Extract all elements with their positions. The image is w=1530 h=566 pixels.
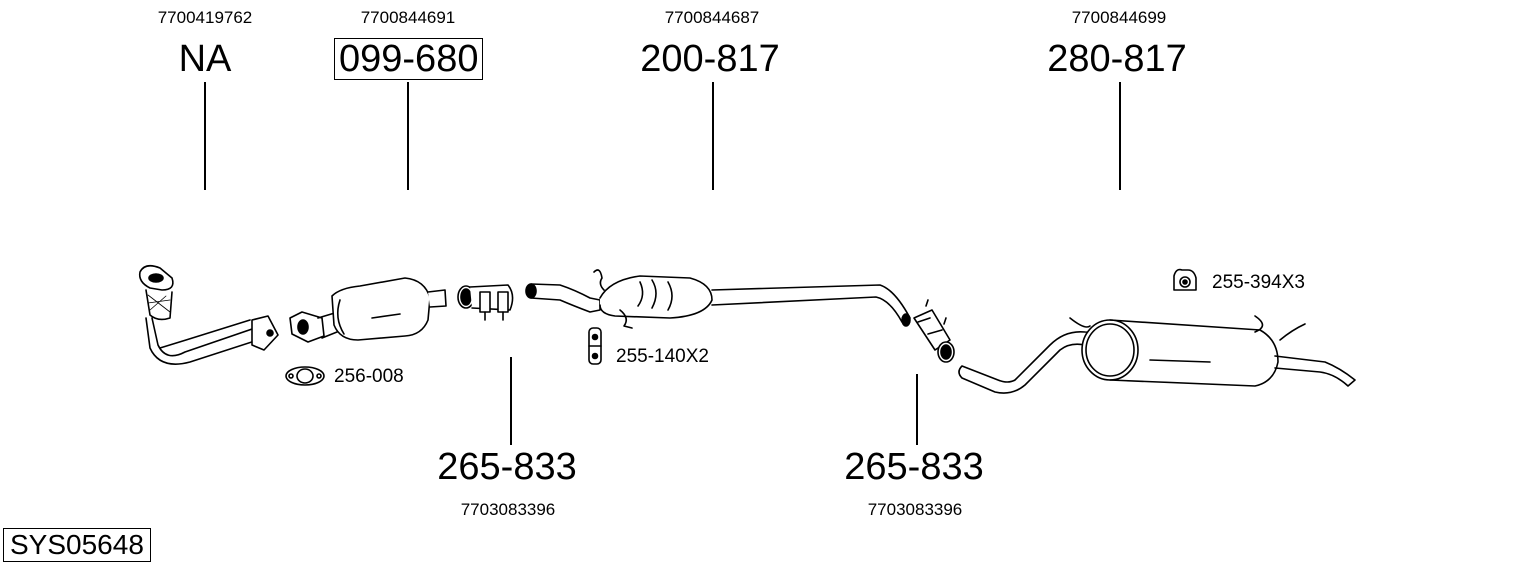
leader-line [204,82,206,190]
leader-line [916,374,918,445]
rubber-mount-icon [588,327,602,365]
leader-line [510,357,512,445]
oe-number-rear-silencer: 7700844699 [1071,8,1167,27]
accessory-label-gasket: 256-008 [334,366,404,387]
oe-number-catalyst: 7700844691 [360,8,456,27]
leader-line [407,82,409,190]
accessory-label-hanger: 255-394X3 [1212,272,1305,293]
part-number-catalyst: 099-680 [334,38,484,80]
middle-silencer-icon [525,269,911,329]
pipe-clamp-icon [457,284,514,321]
leader-line [712,82,714,190]
rear-silencer-icon [958,315,1356,394]
part-number-front-pipe: NA [178,38,232,80]
pipe-clamp-icon [913,299,955,363]
hanger-icon [1173,268,1197,291]
system-id-box: SYS05648 [3,528,151,562]
part-number-rear-silencer: 280-817 [1047,38,1187,80]
part-number-clamp-2: 265-833 [844,446,984,488]
part-number-clamp-1: 265-833 [437,446,577,488]
oe-number-front-pipe: 7700419762 [157,8,253,27]
accessory-label-rubber-mount: 255-140X2 [616,346,709,367]
catalytic-converter-icon [289,277,447,343]
oe-number-middle-silencer: 7700844687 [664,8,760,27]
oe-number-clamp-2: 7703083396 [867,500,963,519]
front-pipe-icon [138,264,279,365]
part-number-middle-silencer: 200-817 [640,38,780,80]
leader-line [1119,82,1121,190]
gasket-icon [285,366,325,386]
oe-number-clamp-1: 7703083396 [460,500,556,519]
